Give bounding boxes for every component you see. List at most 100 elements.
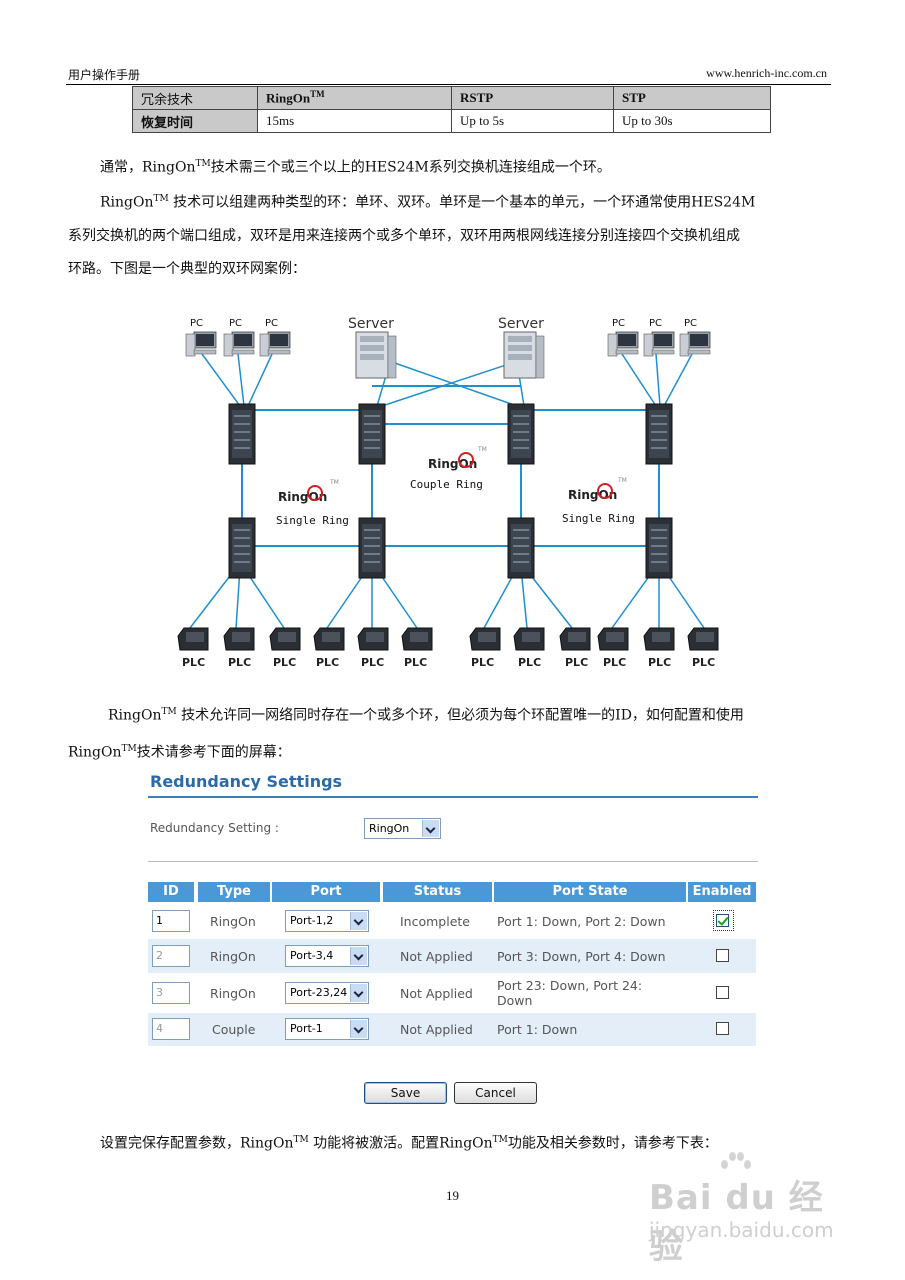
enabled-checkbox[interactable] [716, 1022, 729, 1035]
comparison-table: 冗余技术 RingOnTM RSTP STP 恢复时间 15ms Up to 5… [132, 86, 771, 133]
tm-mark: TM [293, 1135, 309, 1145]
port-select[interactable]: Port-23,24 [285, 982, 369, 1004]
switch-icon [358, 517, 386, 579]
port-select[interactable]: Port-1,2 [285, 910, 369, 932]
pc-label: PC [265, 318, 278, 329]
enabled-checkbox[interactable] [716, 914, 729, 927]
header-rule [66, 84, 831, 85]
switch-icon [228, 517, 256, 579]
chevron-down-icon [422, 820, 439, 837]
port-select[interactable]: Port-1 [285, 1018, 369, 1040]
ring-type: RingOn [210, 986, 256, 1001]
table-cell: Up to 5s [451, 109, 614, 133]
plc-label: PLC [565, 656, 588, 669]
column-header-id: ID [148, 882, 194, 902]
port-state-line: Port 23: Down, Port 24: [497, 978, 643, 993]
ring-id-input[interactable]: 1 [152, 910, 190, 932]
server-icon [355, 331, 397, 379]
plc-icon [223, 627, 255, 651]
header-url: www.henrich-inc.com.cn [706, 66, 827, 80]
title-divider [148, 796, 758, 798]
pc-icon [223, 331, 255, 357]
text: 通常，RingOn [100, 159, 196, 176]
table-row [148, 904, 756, 938]
plc-label: PLC [273, 656, 296, 669]
plc-label: PLC [648, 656, 671, 669]
plc-icon [269, 627, 301, 651]
plc-icon [469, 627, 501, 651]
ring-id-input[interactable]: 4 [152, 1018, 190, 1040]
ringon-logo: RingOn TM [278, 479, 339, 504]
plc-label: PLC [228, 656, 251, 669]
select-value: Port-1,2 [290, 914, 334, 927]
redundancy-setting-select[interactable]: RingOn [364, 818, 441, 839]
plc-label: PLC [316, 656, 339, 669]
ring-type: RingOn [210, 949, 256, 964]
tm-mark: TM [195, 159, 211, 169]
paragraph-1: 通常，RingOnTM技术需三个或三个以上的HES24M系列交换机连接组成一个环… [68, 148, 834, 185]
ring-id-input[interactable]: 3 [152, 982, 190, 1004]
server-label: Server [498, 316, 544, 332]
table-row: 恢复时间 15ms Up to 5s Up to 30s [132, 109, 771, 133]
text: 技术允许同一网络同时存在一个或多个环，但必须为每个环配置唯一的ID，如何配置和使… [176, 707, 744, 724]
table-row [148, 1013, 756, 1046]
chevron-down-icon [350, 947, 367, 965]
column-header-port: Port [272, 882, 380, 902]
text: RingOn [100, 194, 154, 211]
baidu-jingyan-watermark: Bai du 经验 jingyan.baidu.com [645, 1148, 855, 1267]
plc-icon [177, 627, 209, 651]
tm-mark: TM [310, 89, 325, 100]
enabled-checkbox[interactable] [716, 949, 729, 962]
save-button[interactable]: Save [364, 1082, 447, 1104]
chevron-down-icon [350, 912, 367, 930]
panel-title: Redundancy Settings [150, 772, 343, 791]
tm-mark: TM [153, 194, 169, 204]
port-state-line: Down [497, 993, 533, 1008]
tm-mark: TM [477, 446, 487, 453]
tm-mark: TM [617, 477, 627, 484]
table-cell: Up to 30s [613, 109, 771, 133]
table-cell: STP [613, 86, 771, 110]
ring-type: Couple [212, 1022, 256, 1037]
server-icon [503, 331, 545, 379]
ring-status: Not Applied [400, 1022, 473, 1037]
text: 系列交换机的两个端口组成，双环是用来连接两个或多个单环，双环用两根网线连接分别连… [68, 227, 740, 244]
chevron-down-icon [350, 1020, 367, 1038]
chevron-down-icon [350, 984, 367, 1002]
redundancy-setting-label: Redundancy Setting : [150, 821, 279, 835]
switch-icon [228, 403, 256, 465]
table-cell: 冗余技术 [132, 86, 258, 110]
plc-label: PLC [603, 656, 626, 669]
table-cell: 15ms [257, 109, 452, 133]
tm-mark: TM [492, 1135, 508, 1145]
tm-mark: TM [329, 479, 339, 486]
plc-icon [313, 627, 345, 651]
enabled-checkbox[interactable] [716, 986, 729, 999]
plc-label: PLC [692, 656, 715, 669]
ringon-logo: RingOn TM [428, 446, 487, 471]
plc-group: PLC PLC PLC PLC PLC PLC PLC PLC PLC PLC … [177, 627, 719, 669]
pc-icon [259, 331, 291, 357]
port-state: Port 23: Down, Port 24: Down [497, 978, 677, 1008]
text: 环路。下图是一个典型的双环网案例： [68, 260, 306, 277]
pc-icon [185, 331, 217, 357]
pc-label: PC [649, 318, 662, 329]
ring-type: RingOn [210, 914, 256, 929]
double-ring-network-diagram: PC PC PC PC PC PC Server Server RingOn T… [177, 316, 719, 669]
pc-group-right: PC PC PC [607, 318, 711, 357]
table-row [148, 974, 756, 1012]
column-header-enabled: Enabled [688, 882, 756, 902]
pc-label: PC [684, 318, 697, 329]
pc-label: PC [190, 318, 203, 329]
cancel-button[interactable]: Cancel [454, 1082, 537, 1104]
port-state: Port 3: Down, Port 4: Down [497, 949, 666, 964]
plc-label: PLC [361, 656, 384, 669]
switch-icon [645, 403, 673, 465]
ring-id-input[interactable]: 2 [152, 945, 190, 967]
pc-icon [679, 331, 711, 357]
page-number: 19 [446, 1188, 459, 1203]
plc-icon [401, 627, 433, 651]
port-select[interactable]: Port-3,4 [285, 945, 369, 967]
redundancy-settings-panel: Redundancy Settings Redundancy Setting :… [146, 768, 758, 1108]
single-ring-label: Single Ring [276, 514, 349, 527]
